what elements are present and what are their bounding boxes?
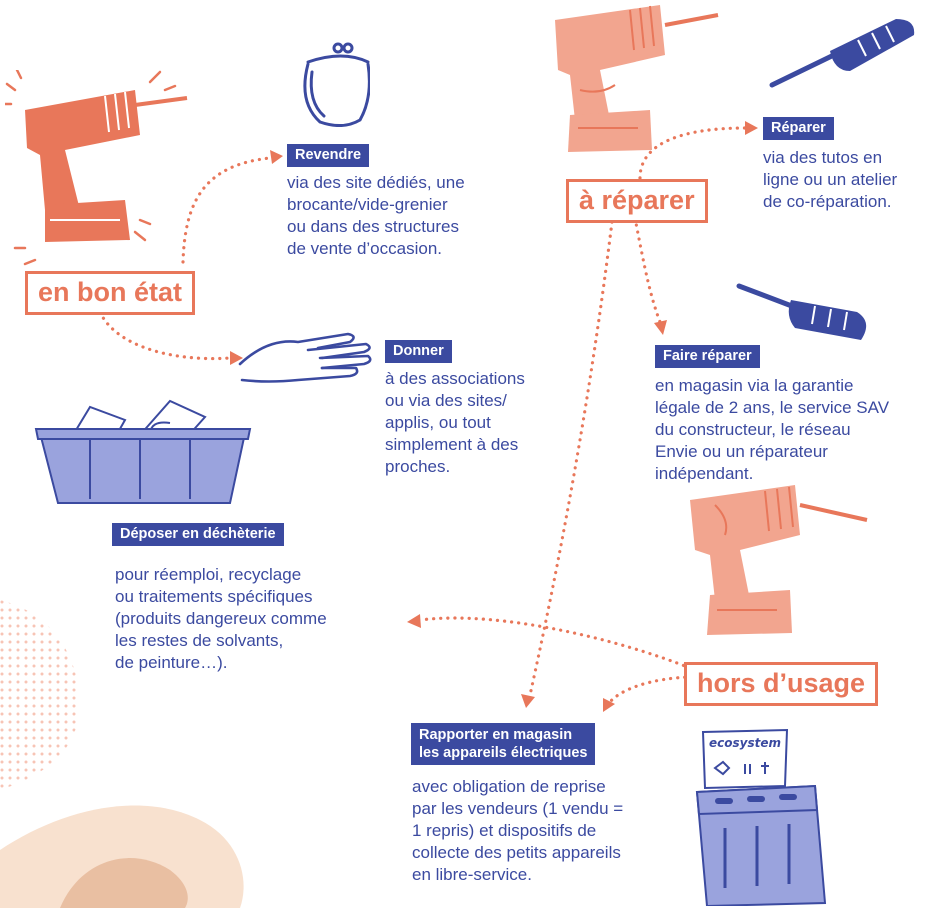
desc-line: (produits dangereux comme [115,608,327,630]
state-label-broken: hors d’usage [684,662,878,706]
desc-line: de co-réparation. [763,191,897,213]
desc-reparer: via des tutos en ligne ou un atelier de … [763,147,897,213]
desc-decheterie: pour réemploi, recyclage ou traitements … [115,564,327,674]
tag-decheterie: Déposer en déchèterie [112,523,284,546]
tag-line: Rapporter en magasin [419,726,587,744]
desc-line: via des site dédiés, une [287,172,465,194]
desc-line: via des tutos en [763,147,897,169]
desc-line: de peinture…). [115,652,327,674]
tag-line: les appareils électriques [419,744,587,762]
tag-revendre: Revendre [287,144,369,167]
tag-reparer: Réparer [763,117,834,140]
collection-bin-icon: ecosystem [695,728,830,911]
dumpster-icon [30,395,255,515]
desc-line: brocante/vide-grenier [287,194,465,216]
desc-line: ou via des sites/ [385,390,525,412]
desc-line: simplement à des [385,434,525,456]
desc-line: applis, ou tout [385,412,525,434]
desc-line: ou dans des structures [287,216,465,238]
drill-icon [540,0,720,170]
desc-magasin: avec obligation de reprise par les vende… [412,776,623,886]
desc-line: de vente d’occasion. [287,238,465,260]
drill-icon [685,475,870,645]
desc-donner: à des associations ou via des sites/ app… [385,368,525,478]
desc-line: en libre-service. [412,864,623,886]
tag-donner: Donner [385,340,452,363]
desc-line: collecte des petits appareils [412,842,623,864]
desc-line: à des associations [385,368,525,390]
desc-line: en magasin via la garantie [655,375,889,397]
tag-faire-reparer: Faire réparer [655,345,760,368]
drill-icon [5,70,190,275]
desc-faire-reparer: en magasin via la garantie légale de 2 a… [655,375,889,485]
tag-magasin: Rapporter en magasin les appareils élect… [411,723,595,765]
desc-line: ou traitements spécifiques [115,586,327,608]
desc-line: du constructeur, le réseau [655,419,889,441]
desc-line: proches. [385,456,525,478]
desc-line: avec obligation de reprise [412,776,623,798]
desc-line: pour réemploi, recyclage [115,564,327,586]
desc-revendre: via des site dédiés, une brocante/vide-g… [287,172,465,260]
desc-line: ligne ou un atelier [763,169,897,191]
bin-brand-label: ecosystem [709,736,781,750]
screwdriver-icon [735,282,875,352]
desc-line: légale de 2 ans, le service SAV [655,397,889,419]
desc-line: Envie ou un réparateur [655,441,889,463]
desc-line: les restes de solvants, [115,630,327,652]
desc-line: par les vendeurs (1 vendu = [412,798,623,820]
screwdriver-icon [768,15,918,95]
state-label-good: en bon état [25,271,195,315]
desc-line: 1 repris) et dispositifs de [412,820,623,842]
state-label-repair: à réparer [566,179,708,223]
open-hand-icon [238,328,378,393]
purse-icon [298,42,370,132]
